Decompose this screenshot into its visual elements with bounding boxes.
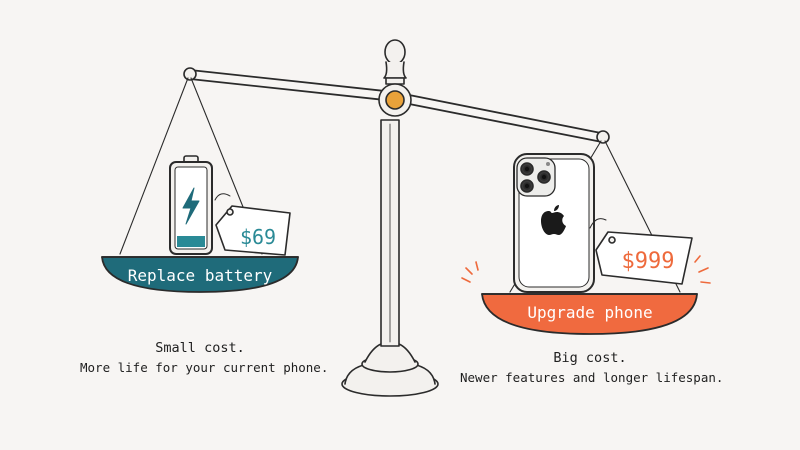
right-pan: Upgrade phone [481,293,698,335]
price-tag-69-text: $69 [240,225,276,249]
price-tag-69: $69 [214,193,291,256]
apple-logo-icon [541,205,566,235]
left-pan: Replace battery [101,256,299,293]
left-caption-text: More life for your current phone. [80,360,329,375]
right-caption-text: Newer features and longer lifespan. [460,370,724,385]
scale-stand [341,119,439,397]
pivot-icon [378,83,412,117]
left-caption: Small cost. More life for your current p… [80,338,329,378]
right-caption-title: Big cost. [553,350,627,366]
motion-marks-left [461,261,479,283]
battery-charging-icon [169,155,213,255]
left-caption-title: Small cost. [155,340,245,356]
motion-marks-right [694,255,711,284]
right-caption: Big cost. Newer features and longer life… [460,348,724,388]
price-tag-999-text: $999 [622,249,675,274]
price-tag-999: $999 [589,218,693,285]
scale-finial [383,39,407,85]
right-pan-label: Upgrade phone [527,303,652,322]
left-pan-label: Replace battery [128,266,273,285]
